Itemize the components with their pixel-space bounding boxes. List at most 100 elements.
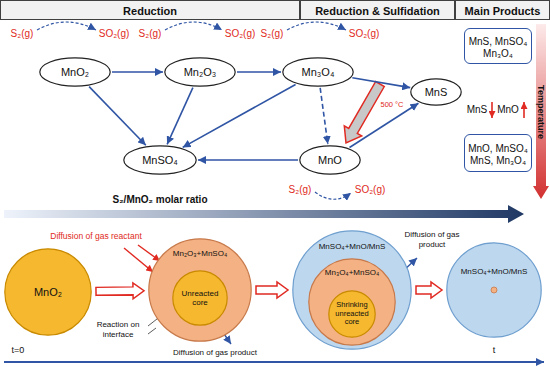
gas-flow-arc — [287, 22, 346, 30]
node-label: Reduction — [123, 5, 177, 18]
node-label: MnSO₄+MnO/MnS — [461, 267, 528, 276]
reaction-arrow — [112, 71, 163, 73]
shape-fill — [309, 259, 395, 345]
text-block: MnO — [318, 154, 342, 167]
particle-circle: Mn₂O₃+MnSO₄ Unreacted core — [148, 238, 252, 342]
trend-label: MnO — [497, 104, 519, 116]
text-block: MnS, MnSO₄ Mn₃O₄ — [467, 36, 529, 59]
text-block: MnSO₄ — [142, 154, 178, 167]
shape-fill — [40, 58, 110, 86]
reaction-arrow — [89, 87, 146, 146]
reaction-arrow — [167, 88, 193, 145]
text-block: Mn₃O₄+MnSO₄ — [325, 268, 379, 277]
particle-circle: MnSO₄+MnO/MnS — [446, 242, 542, 338]
layer-circle: Mn₃O₄+MnSO₄ Shrinking unreacted core — [308, 258, 396, 346]
text-block: Main Products — [465, 5, 541, 18]
text-block: MnSO₄+MnO/MnS — [461, 267, 528, 276]
temperature-note: 500 °C — [380, 99, 403, 108]
time-label: t — [493, 345, 496, 356]
gas-label: SO₂(g) — [99, 28, 130, 40]
gas-label: SO₂(g) — [349, 28, 380, 40]
section-header: Reduction & Sulfidation — [300, 0, 455, 20]
stage-arrow — [96, 283, 144, 299]
gas-label: SO₂(g) — [355, 184, 386, 196]
node-label: MnSO₄ — [142, 154, 178, 167]
text-block: Mn₃O₄ — [302, 66, 335, 79]
reaction-arrow — [237, 71, 281, 73]
node-label: MnS — [425, 86, 448, 99]
text-block: MnSO₄+MnO/MnS — [319, 242, 386, 251]
reaction-arrow — [352, 78, 410, 88]
compound-ellipse: MnSO₄ — [123, 145, 197, 175]
process-note: Diffusion of gas reactant — [50, 231, 142, 241]
gas-flow-arc — [37, 22, 96, 30]
node-label: MnO₂ — [61, 66, 89, 79]
reactant-arrow — [124, 248, 153, 272]
shape-fill — [124, 146, 196, 174]
node-label: Mn₂O₃ — [184, 66, 217, 79]
compound-ellipse: MnO — [299, 145, 361, 175]
gas-label: S₂(g) — [289, 184, 312, 196]
section-header: Reduction — [0, 0, 300, 20]
node-label: MnS, MnSO₄ Mn₃O₄ — [467, 36, 529, 59]
remaining-core — [491, 287, 497, 293]
node-label: Reduction & Sulfidation — [315, 5, 440, 18]
node-label: Mn₃O₄ — [302, 66, 335, 79]
text-block: Shrinking unreacted core — [332, 301, 372, 327]
text-block: MnS — [425, 86, 448, 99]
shape-fill — [300, 146, 360, 174]
reaction-arrow — [183, 84, 296, 147]
shape-fill — [447, 243, 541, 337]
process-note: Diffusion of gas product — [403, 230, 461, 249]
axis-label: Temperature — [536, 85, 547, 139]
compound-ellipse: Mn₃O₄ — [282, 57, 354, 87]
compound-ellipse: MnO₂ — [39, 57, 111, 87]
product-box: MnS, MnSO₄ Mn₃O₄ — [464, 28, 532, 64]
node-label: Unreacted core — [175, 289, 225, 307]
sulfidation-arrow — [344, 82, 384, 144]
text-block: Mn₂O₃+MnSO₄ — [173, 249, 227, 258]
text-block: Unreacted core — [175, 289, 225, 307]
shape-fill — [165, 58, 235, 86]
time-arrow — [4, 361, 544, 363]
trend-label: MnS — [467, 104, 488, 116]
process-note: Reaction on interface — [91, 320, 145, 339]
stage-arrow — [256, 282, 288, 298]
temperature-bar — [533, 24, 549, 199]
shape-fill — [5, 249, 91, 335]
compound-ellipse: MnS — [410, 78, 462, 106]
shape-fill — [283, 58, 353, 86]
shape-outline — [446, 242, 542, 338]
stage-arrow — [416, 282, 442, 298]
shape-fill — [411, 79, 461, 105]
gas-label: S₂(g) — [261, 28, 284, 40]
node-label: Main Products — [465, 5, 541, 18]
leader-line — [148, 328, 156, 334]
text-block: Reduction — [123, 5, 177, 18]
section-header: Main Products — [455, 0, 550, 20]
product-box: MnO, MnSO₄ MnS, Mn₃O₄ — [464, 134, 532, 172]
axis-label: S₂/MnO₂ molar ratio — [112, 194, 207, 206]
trend-arrow — [523, 102, 525, 118]
trend-arrow — [491, 102, 493, 118]
reactant-arrow — [138, 245, 160, 261]
text-block: Reduction & Sulfidation — [315, 5, 440, 18]
node-label: Mn₃O₄+MnSO₄ — [325, 268, 379, 277]
reaction-arrow — [350, 103, 419, 147]
gas-flow-arc — [315, 192, 351, 199]
text-block: Mn₂O₃ — [184, 66, 217, 79]
core-circle: Unreacted core — [172, 270, 228, 326]
reaction-arrow — [198, 159, 298, 161]
text-block: MnO₂ — [61, 66, 89, 79]
compound-ellipse: Mn₂O₃ — [164, 57, 236, 87]
node-label: Mn₂O₃+MnSO₄ — [173, 249, 227, 258]
particle-circle: MnO₂ — [4, 248, 92, 336]
shape-fill — [329, 291, 375, 337]
node-label: MnO, MnSO₄ MnS, Mn₃O₄ — [467, 143, 529, 166]
node-label: MnO₂ — [34, 286, 62, 299]
process-note: Diffusion of gas product — [173, 348, 257, 358]
node-label: Shrinking unreacted core — [332, 301, 372, 327]
